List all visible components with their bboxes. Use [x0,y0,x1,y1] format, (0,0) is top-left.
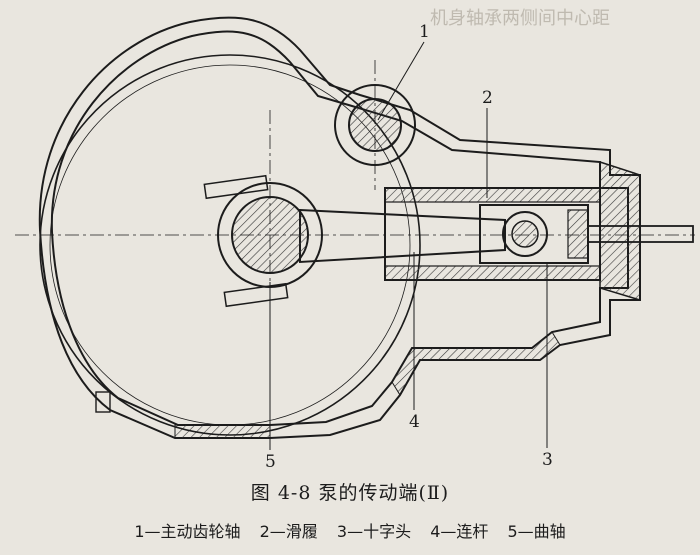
legend-item-crosshead: 3—十字头 [336,522,412,541]
legend-item-slipper: 2—滑履 [259,522,318,541]
background-bleed-text: 机身轴承两侧间中心距 [430,8,610,29]
figure-caption: 图 4-8 泵的传动端(Ⅱ) [250,482,450,504]
callout-5: 5 [265,452,276,472]
callout-4: 4 [409,412,420,432]
large-gear-outline [39,54,421,436]
callout-1: 1 [419,22,430,42]
callout-2: 2 [482,88,493,108]
left-mount-lug [95,391,111,413]
figure-legend: 1—主动齿轮轴 2—滑履 3—十字头 4—连杆 5—曲轴 [0,518,700,542]
large-gear-inner-outline [49,64,411,426]
lower-housing-wall-section [391,331,561,396]
crankcase-housing [38,16,641,439]
leader-lines [269,41,548,450]
connecting-rod [299,208,506,264]
legend-item-crankshaft: 5—曲轴 [507,522,566,541]
base-flange [174,424,271,439]
pump-drive-end-drawing [15,16,695,450]
crankshaft [203,174,323,308]
housing-wall-section [599,160,641,302]
callout-3: 3 [542,450,553,470]
crosshead [479,204,589,264]
slipper-guide [384,187,601,281]
legend-item-connecting-rod: 4—连杆 [430,522,489,541]
legend-item-drive-gear-shaft: 1—主动齿轮轴 [134,522,241,541]
piston-rod [587,225,694,243]
